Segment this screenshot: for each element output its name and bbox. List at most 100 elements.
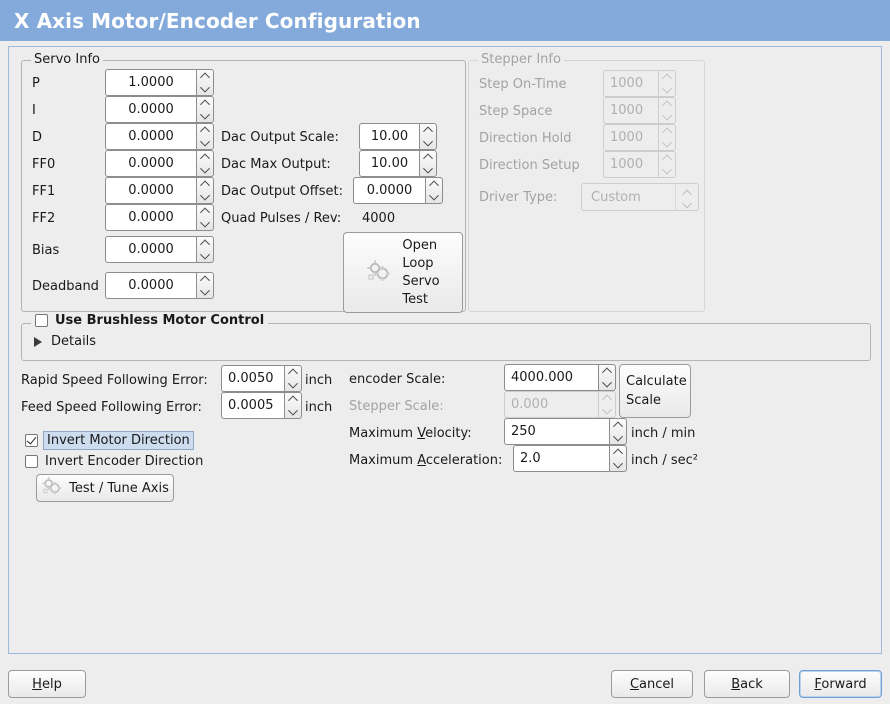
spin-up-icon[interactable] (197, 97, 213, 110)
maximum-acceleration-spin[interactable]: 2.0 (513, 445, 627, 472)
direction-setup-label: Direction Setup (479, 159, 580, 173)
servo-spin-bias[interactable]: 0.0000 (105, 236, 214, 263)
spin-up-icon[interactable] (197, 205, 213, 218)
test-tune-axis-button[interactable]: Test / Tune Axis (36, 474, 174, 502)
encoder-scale-value[interactable]: 4000.000 (504, 364, 598, 391)
dac-output-scale-value[interactable]: 10.00 (359, 123, 419, 150)
spin-up-icon[interactable] (426, 178, 442, 191)
spin-down-icon[interactable] (197, 218, 213, 231)
dac-output-offset-value[interactable]: 0.0000 (353, 177, 425, 204)
maximum-velocity-spin[interactable]: 250 (504, 418, 627, 445)
dac-max-output-value[interactable]: 10.00 (359, 150, 419, 177)
encoder-scale-buttons[interactable] (598, 364, 616, 391)
dac-max-output-spin[interactable]: 10.00 (359, 150, 437, 177)
quad-pulses-label: Quad Pulses / Rev: (221, 212, 341, 226)
checkbox-box-icon[interactable] (25, 455, 38, 468)
servo-spin-ff2-buttons[interactable] (196, 204, 214, 231)
spin-down-icon[interactable] (420, 137, 436, 150)
spin-up-icon[interactable] (599, 365, 615, 378)
dac-output-offset-buttons[interactable] (425, 177, 443, 204)
servo-spin-p[interactable]: 1.0000 (105, 69, 214, 96)
spin-up-icon[interactable] (610, 419, 626, 432)
spin-down-icon[interactable] (197, 191, 213, 204)
spin-up-icon[interactable] (197, 273, 213, 286)
open-loop-line-2: Loop (402, 256, 433, 271)
servo-spin-ff1-buttons[interactable] (196, 177, 214, 204)
servo-spin-deadband-value[interactable]: 0.0000 (105, 272, 196, 299)
checkbox-box-icon[interactable] (35, 314, 48, 327)
feed-spin-buttons[interactable] (284, 392, 302, 419)
chevron-right-icon[interactable] (34, 337, 42, 347)
servo-spin-d-value[interactable]: 0.0000 (105, 123, 196, 150)
spin-up-icon[interactable] (420, 124, 436, 137)
spin-down-icon[interactable] (420, 164, 436, 177)
spin-up-icon[interactable] (420, 151, 436, 164)
maximum-velocity-buttons[interactable] (609, 418, 627, 445)
spin-down-icon[interactable] (197, 83, 213, 96)
maximum-acceleration-value[interactable]: 2.0 (513, 445, 609, 472)
open-loop-servo-test-button[interactable]: Open Loop Servo Test (343, 232, 463, 313)
back-button[interactable]: Back (704, 670, 790, 698)
spin-down-icon[interactable] (599, 378, 615, 391)
spin-down-icon[interactable] (197, 137, 213, 150)
servo-spin-bias-value[interactable]: 0.0000 (105, 236, 196, 263)
servo-spin-ff1[interactable]: 0.0000 (105, 177, 214, 204)
servo-spin-p-buttons[interactable] (196, 69, 214, 96)
dac-output-scale-spin[interactable]: 10.00 (359, 123, 437, 150)
maximum-velocity-value[interactable]: 250 (504, 418, 609, 445)
dac-max-output-buttons[interactable] (419, 150, 437, 177)
servo-spin-d[interactable]: 0.0000 (105, 123, 214, 150)
use-brushless-motor-control-checkbox[interactable]: Use Brushless Motor Control (31, 313, 268, 328)
servo-spin-ff0-buttons[interactable] (196, 150, 214, 177)
servo-spin-ff2[interactable]: 0.0000 (105, 204, 214, 231)
help-button[interactable]: Help (8, 670, 86, 698)
encoder-scale-spin[interactable]: 4000.000 (504, 364, 616, 391)
servo-spin-ff0-value[interactable]: 0.0000 (105, 150, 196, 177)
spin-up-icon[interactable] (197, 124, 213, 137)
servo-spin-deadband[interactable]: 0.0000 (105, 272, 214, 299)
spin-down-icon[interactable] (285, 406, 301, 419)
spin-down-icon[interactable] (197, 250, 213, 263)
servo-spin-ff1-value[interactable]: 0.0000 (105, 177, 196, 204)
servo-spin-i-buttons[interactable] (196, 96, 214, 123)
rapid-speed-following-error-value[interactable]: 0.0050 (221, 365, 284, 392)
max-velocity-post: elocity: (425, 426, 472, 441)
spin-down-icon[interactable] (426, 191, 442, 204)
dac-output-scale-buttons[interactable] (419, 123, 437, 150)
invert-encoder-direction-checkbox[interactable]: Invert Encoder Direction (25, 454, 203, 469)
forward-button[interactable]: Forward (799, 670, 882, 698)
servo-spin-i[interactable]: 0.0000 (105, 96, 214, 123)
calculate-scale-button[interactable]: Calculate Scale (619, 364, 691, 418)
spin-up-icon[interactable] (285, 393, 301, 406)
spin-down-icon[interactable] (285, 379, 301, 392)
feed-speed-following-error-value[interactable]: 0.0005 (221, 392, 284, 419)
rapid-speed-following-error-spin[interactable]: 0.0050 (221, 365, 302, 392)
servo-spin-bias-buttons[interactable] (196, 236, 214, 263)
spin-down-icon[interactable] (610, 432, 626, 445)
servo-spin-ff2-value[interactable]: 0.0000 (105, 204, 196, 231)
servo-spin-i-value[interactable]: 0.0000 (105, 96, 196, 123)
spin-up-icon[interactable] (610, 446, 626, 459)
maximum-acceleration-buttons[interactable] (609, 445, 627, 472)
details-expander[interactable]: Details (34, 334, 96, 349)
spin-up-icon[interactable] (197, 237, 213, 250)
forward-button-label: Forward (814, 677, 866, 692)
spin-up-icon[interactable] (197, 178, 213, 191)
spin-up-icon[interactable] (197, 70, 213, 83)
spin-down-icon[interactable] (197, 110, 213, 123)
invert-motor-direction-checkbox[interactable]: Invert Motor Direction (25, 431, 194, 450)
rapid-spin-buttons[interactable] (284, 365, 302, 392)
spin-down-icon[interactable] (197, 286, 213, 299)
spin-up-icon[interactable] (285, 366, 301, 379)
feed-speed-following-error-spin[interactable]: 0.0005 (221, 392, 302, 419)
servo-spin-deadband-buttons[interactable] (196, 272, 214, 299)
spin-down-icon[interactable] (197, 164, 213, 177)
spin-up-icon[interactable] (197, 151, 213, 164)
spin-down-icon[interactable] (610, 459, 626, 472)
checkbox-checked-icon[interactable] (25, 434, 38, 447)
servo-spin-d-buttons[interactable] (196, 123, 214, 150)
servo-spin-ff0[interactable]: 0.0000 (105, 150, 214, 177)
cancel-button[interactable]: Cancel (611, 670, 693, 698)
servo-spin-p-value[interactable]: 1.0000 (105, 69, 196, 96)
dac-output-offset-spin[interactable]: 0.0000 (353, 177, 443, 204)
